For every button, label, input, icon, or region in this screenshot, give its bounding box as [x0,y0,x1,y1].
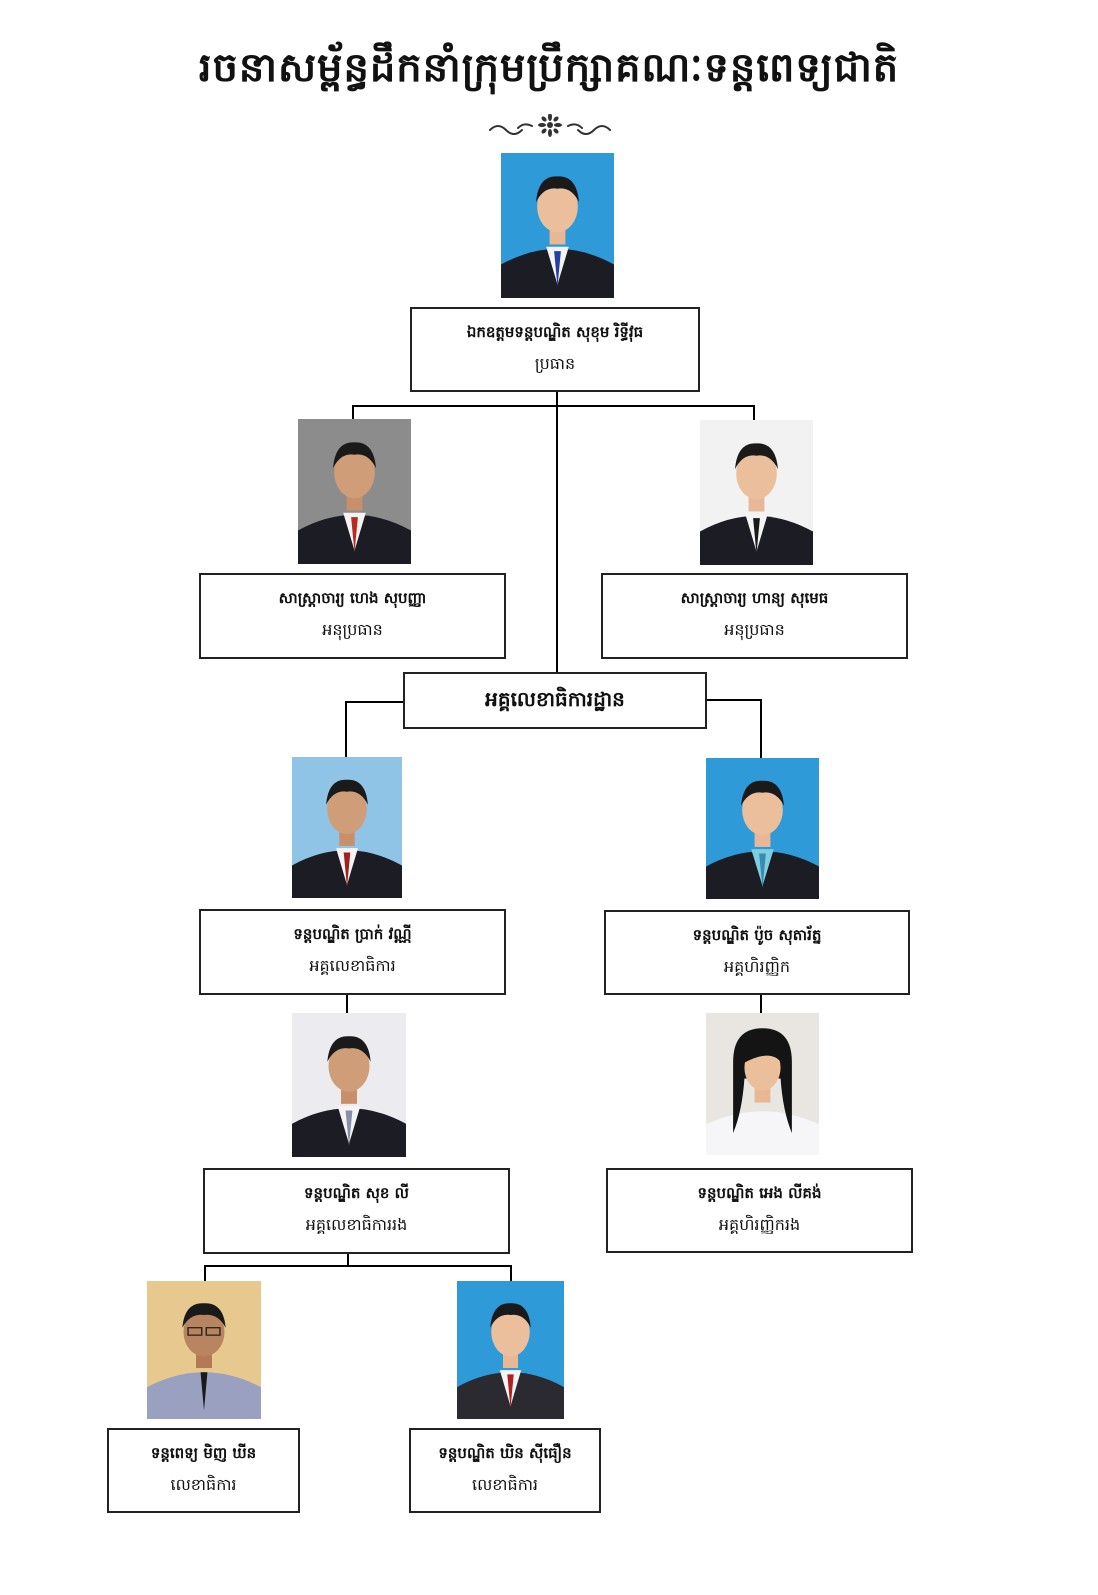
portrait-photo [147,1281,261,1419]
member-name: ទន្តបណ្ឌិត អេង លីគង់ [697,1184,822,1202]
connector-line [760,994,762,1013]
member-role: អគ្គលេខាធិការ [309,956,396,975]
member-name: សាស្ត្រាចារ្យ ហាន្យ សុមេធ [680,589,829,607]
secretariat-label: អគ្គលេខាធិការដ្ឋាន [485,686,625,711]
member-role: អនុប្រធាន [724,620,785,639]
member-role: អគ្គហិរញ្ញិករង [718,1215,801,1234]
connector-line [204,1265,512,1267]
secretariat-box: អគ្គលេខាធិការដ្ឋាន [403,672,707,729]
portrait-photo [292,1013,406,1157]
deputy-secretary-general-box: ទន្តបណ្ឌិត សុខ លី អគ្គលេខាធិការរង [203,1168,510,1254]
connector-line [345,701,347,758]
vice-president-box: សាស្ត្រាចារ្យ ហេង សុបញ្ញា អនុប្រធាន [199,573,506,659]
portrait-photo [700,420,813,565]
portrait-photo [457,1281,564,1419]
connector-line [352,405,755,407]
connector-line [345,701,405,703]
chart-title: រចនាសម្ព័ន្ធដឹកនាំក្រុមប្រឹក្សាគណៈទន្តពេ… [198,45,900,91]
portrait-photo [706,758,819,899]
portrait-photo [501,153,614,298]
member-name: ទន្តបណ្ឌិត សុខ លី [304,1184,409,1202]
member-role: លេខាធិការ [170,1475,237,1494]
portrait-photo [706,1013,819,1155]
secretary-box: ទន្តបណ្ឌិត ឃិន ស៊ីធឿន លេខាធិការ [409,1428,601,1513]
member-role: អនុប្រធាន [322,620,383,639]
vice-president-box: សាស្ត្រាចារ្យ ហាន្យ សុមេធ អនុប្រធាន [601,573,908,659]
member-role: អគ្គលេខាធិការរង [305,1215,408,1234]
member-name: ទន្តបណ្ឌិត ឃិន ស៊ីធឿន [438,1444,572,1462]
member-name: ទន្តបណ្ឌិត ប៉ូច សុតារ័ត្ន [692,926,822,944]
secretary-general-box: ទន្តបណ្ឌិត ប្រាក់ វណ្ណី អគ្គលេខាធិការ [199,909,506,995]
treasurer-box: ទន្តបណ្ឌិត ប៉ូច សុតារ័ត្ន អគ្គហិរញ្ញិក [604,910,910,995]
decorative-ornament-icon [489,114,611,137]
deputy-treasurer-box: ទន្តបណ្ឌិត អេង លីគង់ អគ្គហិរញ្ញិករង [606,1168,913,1253]
president-box: ឯកឧត្តមទន្តបណ្ឌិត សុខុម រិទ្ធីវុធ ប្រធាន [410,307,700,392]
connector-line [706,699,762,701]
connector-line [760,699,762,759]
connector-line [753,405,755,421]
connector-line [347,1252,349,1267]
member-role: ប្រធាន [534,354,576,373]
member-name: ឯកឧត្តមទន្តបណ្ឌិត សុខុម រិទ្ធីវុធ [466,323,644,341]
member-role: អគ្គហិរញ្ញិក [723,957,790,976]
member-name: ទន្តពេទ្យ មិញ ឃីន [150,1444,257,1462]
member-name: សាស្ត្រាចារ្យ ហេង សុបញ្ញា [278,589,427,607]
connector-line [556,390,558,673]
connector-line [204,1265,206,1282]
secretary-box: ទន្តពេទ្យ មិញ ឃីន លេខាធិការ [107,1428,300,1513]
member-role: លេខាធិការ [471,1475,538,1494]
connector-line [510,1265,512,1282]
connector-line [352,405,354,421]
portrait-photo [298,419,411,564]
connector-line [346,994,348,1013]
portrait-photo [292,757,402,898]
member-name: ទន្តបណ្ឌិត ប្រាក់ វណ្ណី [293,925,412,943]
